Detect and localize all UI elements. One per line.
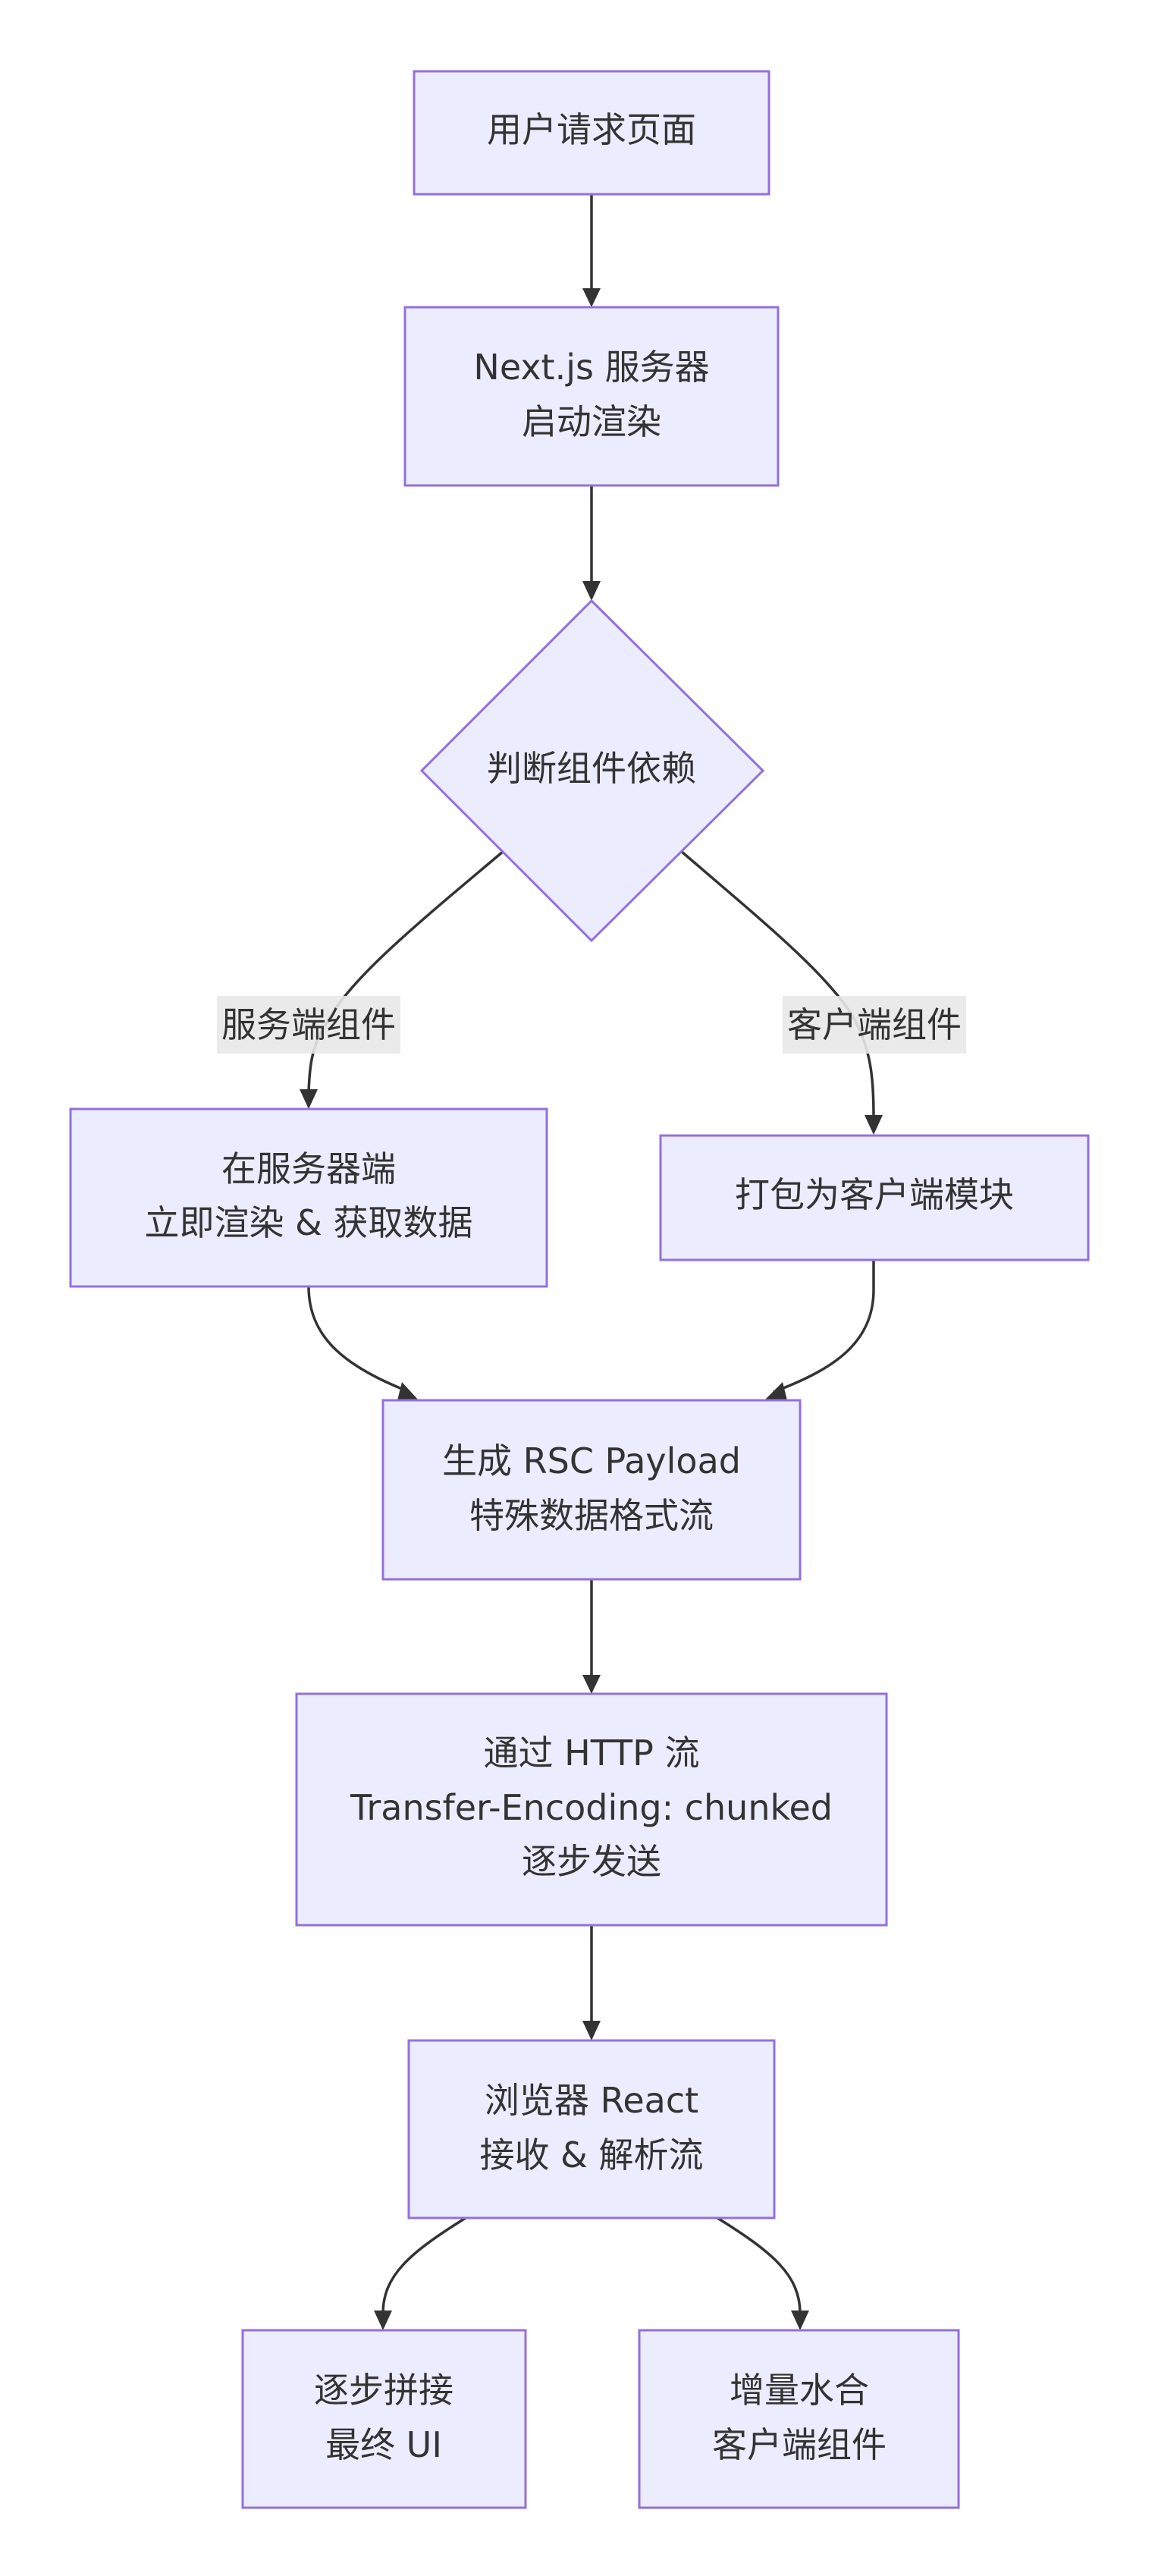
edge-label-background [783,996,966,1054]
node-box [407,2039,776,2219]
node-box [295,1692,888,1927]
arrowhead [397,1382,419,1400]
edge-server-render-to-rsc [307,1286,410,1393]
arrowhead [582,1675,601,1694]
arrowhead [764,1382,787,1400]
node-browser-react: 浏览器 React 接收 & 解析流 [407,2039,776,2219]
edge-label-background [217,996,400,1054]
node-label-line: 接收 & 解析流 [479,2135,703,2175]
edge-label-text: 服务端组件 [221,1004,396,1045]
node-label-line: Transfer-Encoding: chunked [350,1787,833,1828]
node-compose-ui: 逐步拼接 最终 UI [241,2329,527,2509]
node-label-line: 用户请求页面 [487,109,696,150]
node-label-line: 逐步拼接 [314,2370,453,2411]
node-label-line: 在服务器端 [221,1148,396,1189]
node-box [403,306,780,487]
arrowhead [582,2021,601,2040]
arrowhead [791,2311,809,2330]
node-box [69,1107,548,1288]
node-label-line: 通过 HTTP 流 [484,1733,700,1773]
edge-label-server-component: 服务端组件 [217,996,400,1054]
edge-decide-to-client-bundle [679,850,875,1119]
node-http-stream: 通过 HTTP 流 Transfer-Encoding: chunked 逐步发… [295,1692,888,1927]
node-label-line: 立即渲染 & 获取数据 [144,1202,472,1243]
node-rsc-payload: 生成 RSC Payload 特殊数据格式流 [381,1399,802,1581]
node-user-request: 用户请求页面 [413,70,770,196]
decision-diamond [419,598,765,943]
node-box [381,1399,802,1581]
edge-browser-to-hydrate [717,2216,802,2314]
edge-label-text: 客户端组件 [787,1004,962,1045]
node-label-line: 逐步发送 [522,1841,661,1882]
node-server-start: Next.js 服务器 启动渲染 [403,306,780,487]
node-label-line: 浏览器 React [485,2080,698,2121]
edge-label-client-component: 客户端组件 [783,996,966,1054]
edge-decide-to-server-render [307,850,505,1093]
node-label-line: 增量水合 [730,2370,869,2411]
node-label-line: 生成 RSC Payload [442,1440,741,1481]
node-label-line: 判断组件依赖 [487,748,696,789]
arrowhead [582,581,601,601]
node-client-bundle: 打包为客户端模块 [659,1134,1090,1261]
arrowhead [300,1089,318,1109]
node-box [659,1134,1090,1261]
node-label-line: 最终 UI [325,2424,442,2465]
arrowhead [582,288,601,307]
node-label-line: 启动渲染 [522,401,661,442]
node-label-line: 打包为客户端模块 [735,1174,1014,1215]
node-box [413,70,770,196]
node-label-line: 特殊数据格式流 [469,1495,714,1536]
node-box [638,2329,960,2509]
node-decision: 判断组件依赖 [419,598,765,943]
node-server-render: 在服务器端 立即渲染 & 获取数据 [69,1107,548,1288]
node-hydrate: 增量水合 客户端组件 [638,2329,960,2509]
edge-browser-to-compose [381,2216,466,2314]
node-box [241,2329,527,2509]
arrowhead [865,1115,883,1135]
node-label-line: Next.js 服务器 [473,347,709,388]
node-label-line: 客户端组件 [712,2424,887,2465]
arrowhead [374,2311,392,2330]
edge-client-bundle-to-rsc [773,1260,875,1393]
